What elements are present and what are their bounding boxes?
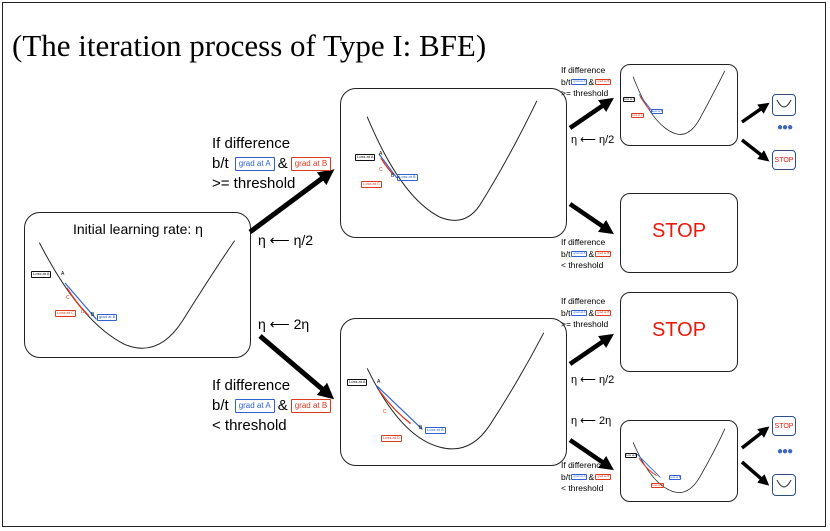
right-bottom-loss-curve bbox=[632, 428, 726, 493]
right-top-loss-at-a-tag: Loss at A bbox=[623, 97, 636, 102]
initial-box-title: Initial learning rate: η bbox=[73, 221, 203, 237]
right-bottom-box: Loss at A Loss at D Loss at B bbox=[620, 420, 738, 502]
cond-top-line2: b/t grad at A & grad at B bbox=[212, 154, 334, 174]
small2-grad-a-tag: grad at A bbox=[571, 251, 588, 258]
cond-bottom-line2: b/t grad at A & grad at B bbox=[212, 396, 334, 416]
lower-point-a: A bbox=[377, 379, 381, 385]
upper-point-a: A bbox=[379, 151, 383, 157]
continuation-dots-icon-top: ●●● bbox=[777, 122, 793, 133]
right-top-box: Loss at A Loss at C Loss at B bbox=[620, 64, 738, 146]
right-bottom-loss-at-a-tag: Loss at A bbox=[625, 453, 638, 458]
condition-small-1: If difference b/t grad at A & grad at B … bbox=[561, 65, 612, 98]
initial-point-c: C bbox=[66, 295, 70, 301]
lower-middle-box: Loss at A Loss at D Loss at B A C B bbox=[340, 318, 567, 466]
small1-grad-a-tag: grad at A bbox=[571, 79, 588, 86]
initial-point-b: B bbox=[91, 312, 95, 318]
eta-double-small: η ⟵ 2η bbox=[571, 415, 612, 427]
eta-half-small-2: η ⟵ η/2 bbox=[571, 374, 615, 386]
small4-grad-b-tag: grad at B bbox=[595, 474, 612, 481]
cond-bottom-amp: & bbox=[277, 397, 288, 414]
cond-bottom-line1: If difference bbox=[212, 377, 291, 394]
lower-loss-at-c-tag: Loss at D bbox=[381, 435, 402, 442]
cond-top-amp: & bbox=[277, 155, 288, 172]
cond-bottom-grad-a-tag: grad at A bbox=[234, 399, 275, 413]
condition-small-4: If difference b/t grad at A & grad at B … bbox=[561, 460, 612, 493]
small1-grad-b-tag: grad at B bbox=[595, 79, 612, 86]
stop-label-1: STOP bbox=[651, 220, 707, 242]
cond-top-line1: If difference bbox=[212, 135, 291, 152]
right-stop-box-2: STOP bbox=[620, 292, 738, 372]
upper-grad-at-b-tag: Loss at B bbox=[397, 174, 418, 181]
right-top-grad-at-b-tag: Loss at B bbox=[651, 109, 664, 114]
upper-loss-at-a-tag: Loss at A bbox=[355, 154, 376, 161]
cond-top-grad-a-tag: grad at A bbox=[234, 157, 275, 171]
mini-stop-icon-top: STOP bbox=[772, 150, 796, 170]
initial-loss-curve bbox=[38, 240, 236, 349]
condition-top-large: If difference b/t grad at A & grad at B … bbox=[212, 134, 334, 194]
continuation-dots-icon-bottom: ●●● bbox=[777, 446, 793, 457]
eta-half-large: η ⟵ η/2 bbox=[258, 232, 314, 248]
right-stop-box-1: STOP bbox=[620, 193, 738, 273]
cond-bottom-bt: b/t bbox=[212, 397, 229, 414]
cond-bottom-line3: < threshold bbox=[212, 417, 287, 434]
condition-bottom-large: If difference b/t grad at A & grad at B … bbox=[212, 376, 334, 436]
mini-curve-icon-top bbox=[772, 94, 796, 116]
lower-loss-at-a-tag: Loss at A bbox=[347, 379, 368, 386]
upper-loss-curve bbox=[366, 100, 538, 221]
diagram-title: (The iteration process of Type I: BFE) bbox=[12, 28, 487, 63]
initial-point-a: A bbox=[61, 271, 65, 277]
mini-stop-label-top: STOP bbox=[774, 156, 794, 164]
upper-loss-at-c-tag: Loss at C bbox=[361, 181, 382, 188]
lower-point-c: C bbox=[383, 409, 387, 415]
cond-top-line3: >= threshold bbox=[212, 175, 296, 192]
right-top-loss-at-c-tag: Loss at C bbox=[631, 113, 644, 118]
upper-point-c: C bbox=[379, 167, 383, 173]
eta-double-large: η ⟵ 2η bbox=[258, 316, 310, 332]
lower-point-b: B bbox=[419, 425, 423, 431]
small3-grad-b-tag: grad at B bbox=[595, 310, 612, 317]
small3-grad-a-tag: grad at A bbox=[571, 310, 588, 317]
mini-curve-icon-bottom bbox=[772, 474, 796, 496]
initial-grad-at-b-tag: grad at B bbox=[97, 314, 118, 321]
cond-top-bt: b/t bbox=[212, 155, 229, 172]
condition-small-3: If difference b/t grad at A & grad at B … bbox=[561, 296, 612, 329]
mini-stop-icon-bottom: STOP bbox=[772, 416, 796, 436]
initial-box: Initial learning rate: η Loss at A Loss … bbox=[24, 212, 251, 358]
small4-grad-a-tag: grad at A bbox=[571, 474, 588, 481]
initial-point-d: D bbox=[81, 309, 85, 315]
right-top-loss-curve bbox=[632, 70, 726, 135]
small2-grad-b-tag: grad at B bbox=[595, 251, 612, 258]
right-bottom-grad-at-b-tag: Loss at B bbox=[669, 475, 682, 480]
upper-middle-box: Loss at A Loss at C Loss at B A C B bbox=[340, 88, 567, 238]
stop-label-2: STOP bbox=[651, 319, 707, 341]
cond-bottom-grad-b-tag: grad at B bbox=[290, 399, 332, 413]
eta-half-small-1: η ⟵ η/2 bbox=[571, 134, 615, 146]
initial-loss-at-a-tag: Loss at A bbox=[31, 271, 52, 278]
lower-loss-curve bbox=[366, 332, 545, 450]
cond-top-grad-b-tag: grad at B bbox=[290, 157, 332, 171]
condition-small-2: If difference b/t grad at A & grad at B … bbox=[561, 237, 612, 270]
lower-grad-at-b-tag: Loss at B bbox=[425, 427, 446, 434]
upper-point-b: B bbox=[391, 173, 395, 179]
right-bottom-loss-at-c-tag: Loss at D bbox=[651, 483, 664, 488]
initial-loss-at-c-tag: Loss at C bbox=[55, 310, 76, 317]
mini-stop-label-bottom: STOP bbox=[774, 422, 794, 430]
